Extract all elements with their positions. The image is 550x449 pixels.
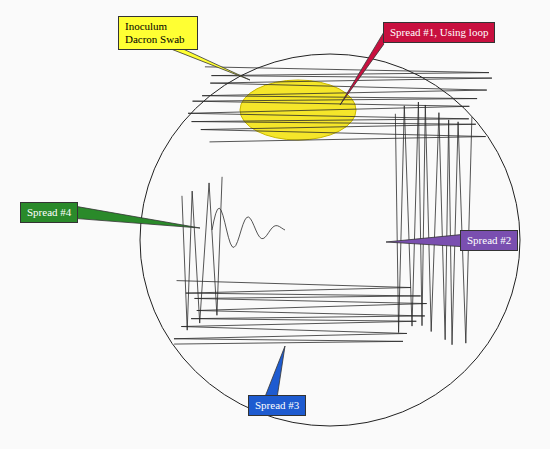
streak-lines bbox=[174, 67, 492, 345]
callout-text: Inoculum Dacron Swab bbox=[125, 20, 191, 46]
callout-box: Spread #3 bbox=[248, 395, 306, 416]
callout-text: Spread #3 bbox=[255, 399, 299, 412]
callout-pointer bbox=[340, 32, 384, 105]
callout-text: Spread #2 bbox=[467, 234, 511, 247]
streak-line bbox=[212, 208, 285, 247]
callout-pointer bbox=[172, 49, 250, 80]
petri-dish bbox=[140, 54, 520, 426]
callout-box: Spread #2 bbox=[460, 230, 518, 251]
streak-line bbox=[182, 177, 222, 330]
callout-box: Spread #1, Using loop bbox=[383, 22, 495, 43]
callout-text: Spread #1, Using loop bbox=[390, 26, 488, 39]
callout-box: Spread #4 bbox=[20, 202, 78, 223]
callout-pointer bbox=[386, 235, 461, 247]
callout-pointer bbox=[265, 346, 285, 396]
streak-line bbox=[174, 281, 427, 344]
callout-box: Inoculum Dacron Swab bbox=[118, 16, 198, 50]
callout-text: Spread #4 bbox=[27, 206, 71, 219]
streak-line bbox=[395, 102, 472, 345]
callout-pointer bbox=[77, 207, 200, 228]
